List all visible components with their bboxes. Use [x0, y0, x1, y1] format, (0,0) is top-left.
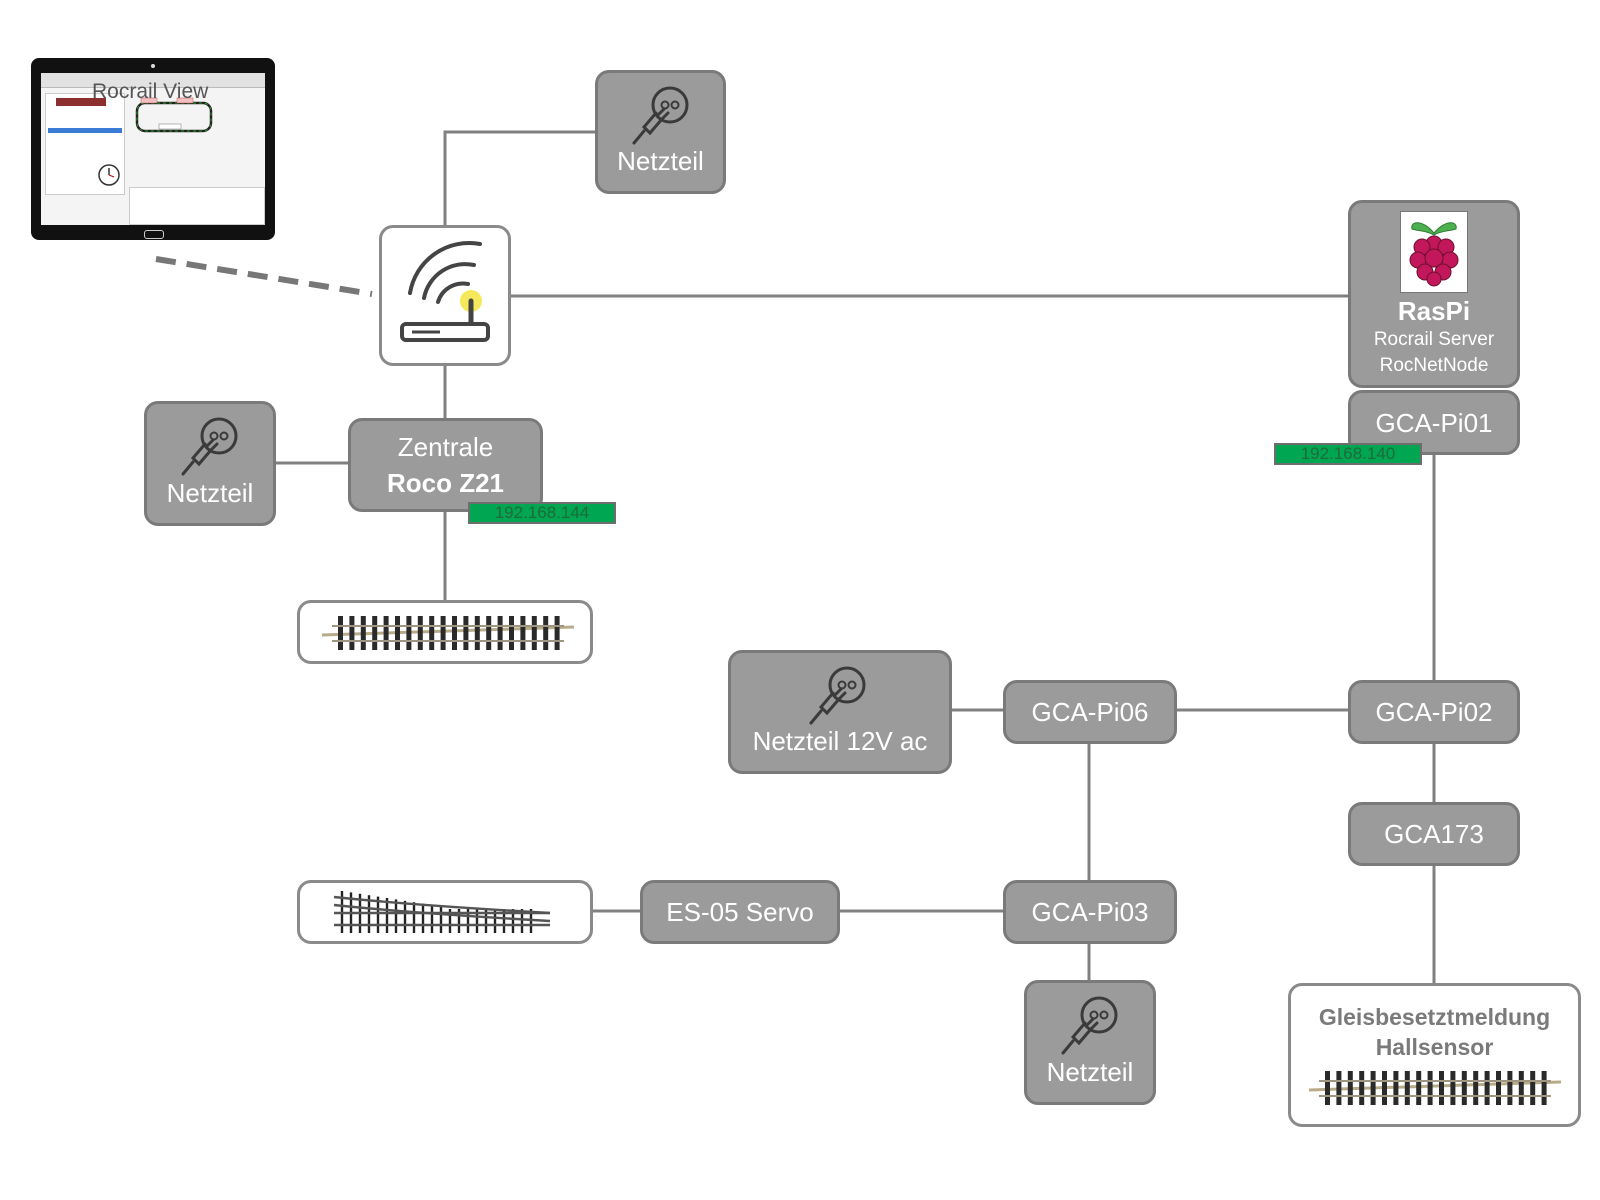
- gca173: GCA173: [1348, 802, 1520, 866]
- ip-badge-zentrale: 192.168.144: [468, 502, 616, 524]
- link-router-psu-top: [443, 130, 595, 225]
- power-plug-icon: [181, 417, 238, 476]
- ip-badge-gca-pi01: 192.168.140: [1274, 443, 1422, 465]
- gca-pi03-label: GCA-Pi03: [1031, 897, 1149, 927]
- gca-pi01-label: GCA-Pi01: [1375, 407, 1493, 438]
- clock-icon: [98, 164, 120, 186]
- app-trackplan: [135, 97, 213, 133]
- power-supply-label: Netzteil: [617, 146, 704, 176]
- servo-label: ES-05 Servo: [666, 897, 814, 927]
- tablet-camera: [151, 64, 155, 68]
- power-supply-label: Netzteil: [1046, 1057, 1134, 1087]
- power-supply-12v-label: Netzteil 12V ac: [752, 726, 928, 756]
- raspberry-icon: [1409, 222, 1459, 287]
- gca-pi03: GCA-Pi03: [1003, 880, 1177, 944]
- zentrale-model: Roco Z21: [386, 468, 505, 498]
- app-log-panel: [129, 187, 265, 225]
- occupancy-title: Gleisbesetztmeldung: [1318, 1004, 1551, 1030]
- wifi-router: [379, 225, 511, 366]
- power-supply-top: Netzteil: [595, 70, 726, 194]
- raspi-server: RasPi Rocrail Server RocNetNode: [1348, 200, 1520, 388]
- tablet-screen: [41, 73, 265, 225]
- power-supply-label: Netzteil: [166, 478, 254, 508]
- zentrale-label: Zentrale: [397, 432, 494, 462]
- power-supply-left: Netzteil: [144, 401, 276, 526]
- tablet-home-button: [144, 230, 164, 239]
- raspberry-pi-logo: [1400, 211, 1468, 293]
- power-supply-bottom: Netzteil: [1024, 980, 1156, 1105]
- gca-pi06-label: GCA-Pi06: [1031, 697, 1149, 727]
- power-plug-icon: [1061, 996, 1118, 1055]
- gca173-label: GCA173: [1384, 819, 1484, 849]
- power-plug-icon: [809, 666, 866, 725]
- app-menubar: [41, 73, 265, 88]
- loco-thumbnail: [56, 98, 106, 106]
- zentrale-roco-z21: Zentrale Roco Z21: [348, 418, 543, 512]
- tablet-label: Rocrail View: [92, 80, 209, 103]
- gca-pi06: GCA-Pi06: [1003, 680, 1177, 744]
- gca-pi02-label: GCA-Pi02: [1375, 697, 1493, 727]
- power-plug-icon: [632, 86, 689, 145]
- raspi-role-rocnet: RocNetNode: [1379, 355, 1489, 376]
- es-05-servo: ES-05 Servo: [640, 880, 840, 944]
- power-supply-12v: Netzteil 12V ac: [728, 650, 952, 774]
- occupancy-detector: Gleisbesetztmeldung Hallsensor: [1288, 983, 1581, 1127]
- occupancy-subtitle: Hallsensor: [1375, 1034, 1494, 1060]
- raspi-title: RasPi: [1397, 296, 1471, 326]
- wifi-router-icon: [400, 241, 490, 342]
- selected-row: [48, 128, 122, 133]
- wifi-link-dashed: [155, 256, 373, 297]
- track-straight: [297, 600, 593, 664]
- gca-pi02: GCA-Pi02: [1348, 680, 1520, 744]
- straight-track-image: [1308, 1071, 1561, 1105]
- straight-track-image: [321, 616, 575, 650]
- track-turnout: [297, 880, 593, 944]
- turnout-track-image: [333, 891, 551, 933]
- raspi-role-rocrail: Rocrail Server: [1373, 329, 1495, 350]
